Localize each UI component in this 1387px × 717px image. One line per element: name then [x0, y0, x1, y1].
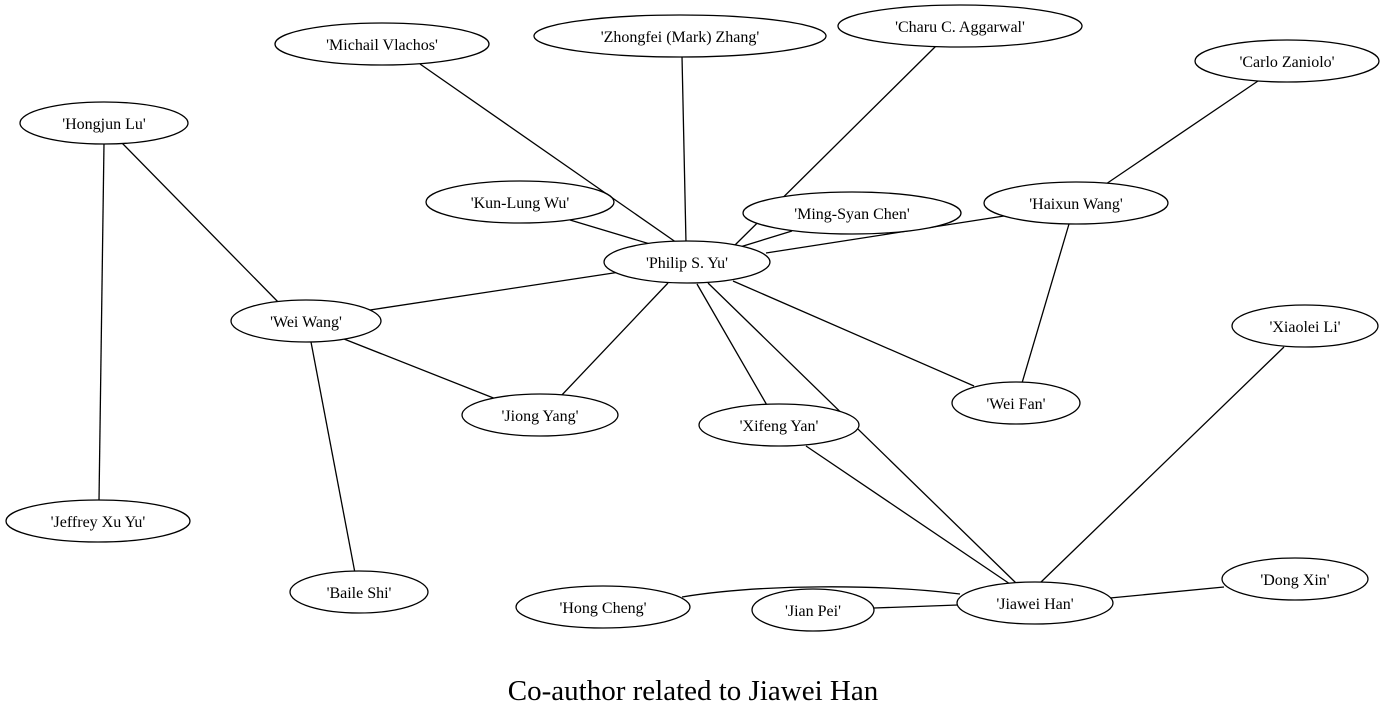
node-jian-pei: 'Jian Pei' — [751, 588, 875, 632]
node-ellipse — [230, 299, 382, 343]
node-label: 'Charu C. Aggarwal' — [895, 19, 1025, 36]
node-zhongfei-zhang: 'Zhongfei (Mark) Zhang' — [533, 14, 827, 58]
node-ellipse — [1194, 39, 1380, 83]
edge-philip-yu-xifeng-yan — [696, 283, 769, 408]
node-jeffrey-xu-yu: 'Jeffrey Xu Yu' — [5, 499, 191, 543]
node-ellipse — [956, 581, 1114, 625]
node-ellipse — [698, 403, 860, 447]
node-ellipse — [983, 181, 1169, 225]
node-philip-yu: 'Philip S. Yu' — [603, 240, 771, 284]
node-haixun-wang: 'Haixun Wang' — [983, 181, 1169, 225]
edge-hong-cheng-jiawei-han — [681, 586, 961, 598]
node-ellipse — [742, 191, 962, 235]
node-label: 'Wei Wang' — [270, 314, 342, 331]
node-ellipse — [751, 588, 875, 632]
node-ellipse — [425, 180, 615, 224]
node-ellipse — [515, 585, 691, 629]
edge-haixun-wang-wei-fan — [1021, 223, 1070, 384]
node-ellipse — [533, 14, 827, 58]
node-carlo-zaniolo: 'Carlo Zaniolo' — [1194, 39, 1380, 83]
node-label: 'Ming-Syan Chen' — [794, 206, 910, 223]
node-ellipse — [461, 393, 619, 437]
node-layer: 'Michail Vlachos' 'Zhongfei (Mark) Zhang… — [5, 4, 1380, 632]
edge-philip-yu-wei-fan — [732, 280, 975, 387]
node-hong-cheng: 'Hong Cheng' — [515, 585, 691, 629]
node-label: 'Jiong Yang' — [502, 408, 579, 425]
edge-xifeng-yan-jiawei-han — [805, 445, 1011, 585]
node-ellipse — [951, 381, 1081, 425]
node-ellipse — [1221, 557, 1369, 601]
node-michail-vlachos: 'Michail Vlachos' — [274, 22, 490, 66]
node-baile-shi: 'Baile Shi' — [289, 570, 429, 614]
node-ellipse — [5, 499, 191, 543]
edge-layer — [98, 45, 1285, 609]
edge-hongjun-lu-wei-wang — [121, 142, 283, 307]
node-label: 'Haixun Wang' — [1029, 196, 1123, 213]
node-label: 'Wei Fan' — [986, 396, 1045, 413]
node-label: 'Xifeng Yan' — [740, 418, 819, 435]
node-label: 'Michail Vlachos' — [326, 37, 438, 54]
edge-philip-yu-wei-wang — [369, 271, 621, 311]
node-charu-aggarwal: 'Charu C. Aggarwal' — [837, 4, 1083, 48]
edge-xiaolei-li-jiawei-han — [1039, 346, 1285, 584]
node-label: 'Kun-Lung Wu' — [471, 195, 570, 212]
edge-dong-xin-jiawei-han — [1109, 586, 1225, 599]
edge-michail-vlachos-philip-yu — [419, 63, 681, 246]
edge-kun-lung-wu-philip-yu — [569, 219, 661, 248]
node-label: 'Jian Pei' — [785, 603, 841, 620]
node-kun-lung-wu: 'Kun-Lung Wu' — [425, 180, 615, 224]
node-label: 'Hong Cheng' — [559, 600, 646, 617]
node-ellipse — [289, 570, 429, 614]
node-ellipse — [603, 240, 771, 284]
edge-carlo-zaniolo-haixun-wang — [1105, 80, 1259, 185]
node-dong-xin: 'Dong Xin' — [1221, 557, 1369, 601]
node-ellipse — [1231, 304, 1379, 348]
edge-philip-yu-jiawei-han — [707, 282, 1017, 584]
edge-wei-wang-baile-shi — [310, 341, 356, 574]
node-ellipse — [274, 22, 490, 66]
node-jiong-yang: 'Jiong Yang' — [461, 393, 619, 437]
node-wei-fan: 'Wei Fan' — [951, 381, 1081, 425]
node-label: 'Xiaolei Li' — [1269, 319, 1340, 336]
edge-ming-syan-chen-philip-yu — [739, 230, 793, 248]
edge-hongjun-lu-jeffrey-xu-yu — [98, 142, 105, 502]
node-label: 'Baile Shi' — [327, 585, 392, 602]
node-label: 'Carlo Zaniolo' — [1239, 54, 1334, 71]
node-wei-wang: 'Wei Wang' — [230, 299, 382, 343]
node-xifeng-yan: 'Xifeng Yan' — [698, 403, 860, 447]
edge-jian-pei-jiawei-han — [873, 604, 959, 609]
node-ming-syan-chen: 'Ming-Syan Chen' — [742, 191, 962, 235]
node-label: 'Dong Xin' — [1260, 572, 1329, 589]
graph-caption: Co-author related to Jiawei Han — [508, 675, 879, 707]
node-label: 'Philip S. Yu' — [646, 255, 728, 272]
node-ellipse — [19, 101, 189, 145]
node-label: 'Zhongfei (Mark) Zhang' — [601, 29, 760, 46]
edge-haixun-wang-philip-yu — [765, 215, 1005, 254]
edge-wei-wang-jiong-yang — [343, 338, 497, 400]
node-xiaolei-li: 'Xiaolei Li' — [1231, 304, 1379, 348]
node-label: 'Jeffrey Xu Yu' — [51, 514, 146, 531]
edge-zhongfei-zhang-philip-yu — [681, 55, 687, 244]
edge-philip-yu-jiong-yang — [559, 282, 669, 398]
node-label: 'Hongjun Lu' — [62, 116, 146, 133]
node-ellipse — [837, 4, 1083, 48]
node-hongjun-lu: 'Hongjun Lu' — [19, 101, 189, 145]
node-jiawei-han: 'Jiawei Han' — [956, 581, 1114, 625]
node-label: 'Jiawei Han' — [996, 596, 1073, 613]
